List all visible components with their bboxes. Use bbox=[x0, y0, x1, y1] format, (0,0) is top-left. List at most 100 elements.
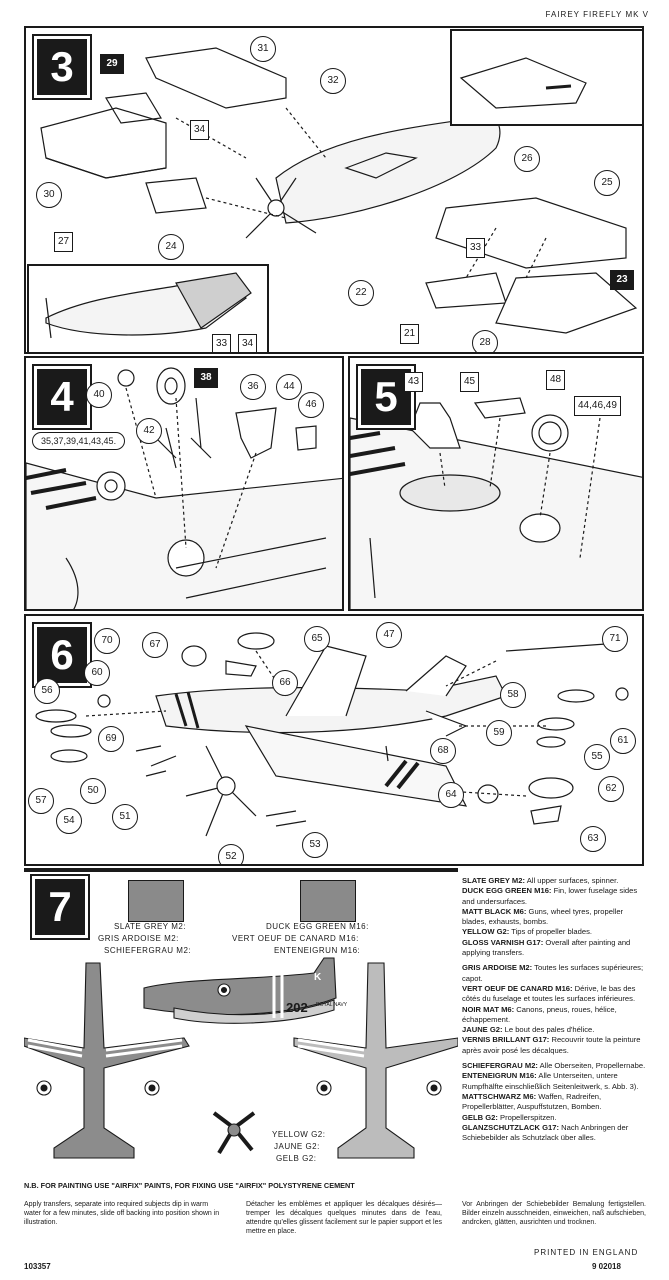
part-30-callout: 30 bbox=[36, 182, 62, 208]
nb-note: N.B. FOR PAINTING USE "AIRFIX" PAINTS, F… bbox=[24, 1181, 355, 1190]
legend-fr-yellow-value: Le bout des pales d'hélice. bbox=[504, 1025, 595, 1035]
legend-en-yellow-value: Tips of propeller blades. bbox=[511, 927, 592, 937]
royal-navy-mark: ROYAL NAVY bbox=[316, 1002, 348, 1008]
part-33-label: 33 bbox=[466, 238, 486, 258]
part-26-callout: 26 bbox=[514, 146, 540, 172]
part-21-label: 21 bbox=[400, 324, 420, 344]
part-46-callout: 46 bbox=[298, 392, 324, 418]
part-40-callout: 40 bbox=[86, 382, 112, 408]
part-28-callout: 24 bbox=[158, 234, 184, 260]
part-61-callout: 61 bbox=[610, 728, 636, 754]
legend-fr-black-value: Canons, pneus, roues, hélice, échappemen… bbox=[462, 1004, 617, 1024]
slate-grey-en-label: SLATE GREY M2: bbox=[114, 922, 187, 931]
part-32-callout: 32 bbox=[320, 68, 346, 94]
legend-en-yellow-key: YELLOW G2: bbox=[462, 927, 510, 937]
printed-in-england: PRINTED IN ENGLAND bbox=[534, 1248, 639, 1257]
part-65-callout: 65 bbox=[304, 626, 330, 652]
legend-en-slate-value: All upper surfaces, spinner. bbox=[526, 876, 619, 885]
step-7-number: 7 bbox=[30, 874, 90, 940]
slate-grey-de-label: SCHIEFERGRAU M2: bbox=[104, 946, 192, 955]
step-6-panel: 6 70 67 65 47 71 60 56 66 69 58 59 61 50… bbox=[24, 614, 644, 866]
part-31-callout: 31 bbox=[250, 36, 276, 62]
legend-de-slate-key: SCHIEFERGRAU M2: bbox=[462, 1061, 538, 1071]
yellow-fr-label: JAUNE G2: bbox=[274, 1142, 320, 1151]
legend-de-duck-value: Alle Unterseiten, untere Rumpfhälfte ein… bbox=[462, 1071, 639, 1091]
legend-de-slate-value: Alle Oberseiten, Propellernabe. bbox=[539, 1061, 646, 1071]
legend-en-duck-key: DUCK EGG GREEN M16: bbox=[462, 886, 552, 896]
legend-fr-yellow-key: JAUNE G2: bbox=[462, 1025, 503, 1035]
legend-en: SLATE GREY M2: All upper surfaces, spinn… bbox=[462, 876, 646, 958]
part-52-callout: 52 bbox=[218, 844, 244, 864]
part-48-label: 48 bbox=[546, 370, 566, 390]
part-51-callout: 51 bbox=[112, 804, 138, 830]
transfer-instructions-en: Apply transfers, separate into required … bbox=[24, 1201, 220, 1226]
transfer-instructions-fr: Détacher les emblèmes et appliquer les d… bbox=[246, 1201, 442, 1235]
part-69-callout: 69 bbox=[98, 726, 124, 752]
duck-egg-fr-label: VERT OEUF DE CANARD M16: bbox=[232, 934, 359, 943]
step-5-drawing bbox=[350, 397, 642, 609]
yellow-de-label: GELB G2: bbox=[276, 1154, 317, 1163]
part-24-callout: 28 bbox=[472, 330, 498, 352]
inset-part-33-label: 33 bbox=[212, 334, 232, 352]
step-3-panel: 3 29 31 32 34 26 25 30 27 24 33 23 22 21… bbox=[24, 26, 644, 354]
duck-egg-de-label: ENTENEIGRUN M16: bbox=[274, 946, 361, 955]
legend-fr: GRIS ARDOISE M2: Toutes les surfaces sup… bbox=[462, 963, 646, 1056]
part-42-callout: 42 bbox=[136, 418, 162, 444]
part-57-callout: 57 bbox=[28, 788, 54, 814]
step-5-panel: 5 43 45 48 44,46,49 bbox=[348, 356, 644, 611]
part-71-callout: 71 bbox=[602, 626, 628, 652]
legend-de-varnish-value: Nach Anbringen der Schiebebilder als Sch… bbox=[462, 1122, 629, 1143]
legend-de-duck-key: ENTENEIGRUN M16: bbox=[462, 1071, 537, 1081]
legend-fr-slate-value: Toutes les surfaces supérieures; capot. bbox=[462, 963, 644, 983]
part-68-callout: 68 bbox=[430, 738, 456, 764]
part-59-callout: 59 bbox=[486, 720, 512, 746]
legend-de-varnish-key: GLANZSCHUTZLACK G17: bbox=[462, 1122, 560, 1132]
part-53-callout: 53 bbox=[302, 832, 328, 858]
part-45-label: 45 bbox=[460, 372, 480, 392]
legend-fr-duck-value: Dérive, le bas des côtés du fuselage et … bbox=[462, 983, 636, 1004]
duck-egg-en-label: DUCK EGG GREEN M16: bbox=[266, 922, 369, 931]
legend-de-black-value: Waffen, Radreifen, Propellerblätter, Aus… bbox=[462, 1091, 602, 1112]
part-34-label: 34 bbox=[190, 120, 210, 140]
legend-column: SLATE GREY M2: All upper surfaces, spinn… bbox=[462, 876, 646, 1148]
serial-number: 202 bbox=[286, 1000, 308, 1015]
legend-de-black-key: MATTSCHWARZ M6: bbox=[462, 1091, 537, 1101]
document-title: FAIREY FIREFLY MK V bbox=[545, 10, 649, 19]
product-code: 103357 bbox=[24, 1262, 51, 1271]
part-70-callout: 70 bbox=[94, 628, 120, 654]
part-63-callout: 63 bbox=[580, 826, 606, 852]
part-27-label: 27 bbox=[54, 232, 74, 252]
code-letter: K bbox=[314, 972, 322, 983]
step-7-area: 7 SLATE GREY M2: GRIS ARDOISE M2: SCHIEF… bbox=[24, 868, 458, 1190]
part-36-callout: 36 bbox=[240, 374, 266, 400]
transfer-instructions-de: Vor Anbringen der Schiebebilder Bemalung… bbox=[462, 1201, 646, 1226]
legend-en-black-key: MATT BLACK M6: bbox=[462, 906, 527, 916]
duck-egg-green-swatch bbox=[300, 880, 356, 922]
painting-views bbox=[24, 957, 458, 1159]
legend-fr-varnish-key: VERNIS BRILLANT G17: bbox=[462, 1035, 550, 1045]
step-5-number: 5 bbox=[356, 364, 416, 430]
part-66-callout: 66 bbox=[272, 670, 298, 696]
part-50-callout: 50 bbox=[80, 778, 106, 804]
print-number: 9 02018 bbox=[592, 1262, 621, 1271]
part-23-label: 23 bbox=[610, 270, 634, 290]
legend-fr-black-key: NOIR MAT M6: bbox=[462, 1004, 515, 1014]
legend-en-black-value: Guns, wheel tyres, propeller blades, exh… bbox=[462, 906, 624, 927]
part-44-46-49-label: 44,46,49 bbox=[574, 396, 621, 416]
step-3-number: 3 bbox=[32, 34, 92, 100]
legend-de: SCHIEFERGRAU M2: Alle Oberseiten, Propel… bbox=[462, 1061, 646, 1143]
step-6-number: 6 bbox=[32, 622, 92, 688]
part-43-label: 43 bbox=[404, 372, 424, 392]
part-25-callout: 25 bbox=[594, 170, 620, 196]
part-54-callout: 54 bbox=[56, 808, 82, 834]
part-55-callout: 55 bbox=[584, 744, 610, 770]
legend-fr-duck-key: VERT OEUF DE CANARD M16: bbox=[462, 983, 573, 993]
legend-fr-slate-key: GRIS ARDOISE M2: bbox=[462, 963, 533, 973]
legend-fr-varnish-value: Recouvrir toute la peinture après avoir … bbox=[462, 1035, 641, 1055]
legend-de-yellow-key: GELB G2: bbox=[462, 1112, 498, 1122]
slate-grey-swatch bbox=[128, 880, 184, 922]
legend-en-varnish-key: GLOSS VARNISH G17: bbox=[462, 937, 544, 947]
legend-de-yellow-value: Propellerspitzen. bbox=[500, 1112, 557, 1122]
part-44-callout: 44 bbox=[276, 374, 302, 400]
part-38-label: 38 bbox=[194, 368, 218, 388]
